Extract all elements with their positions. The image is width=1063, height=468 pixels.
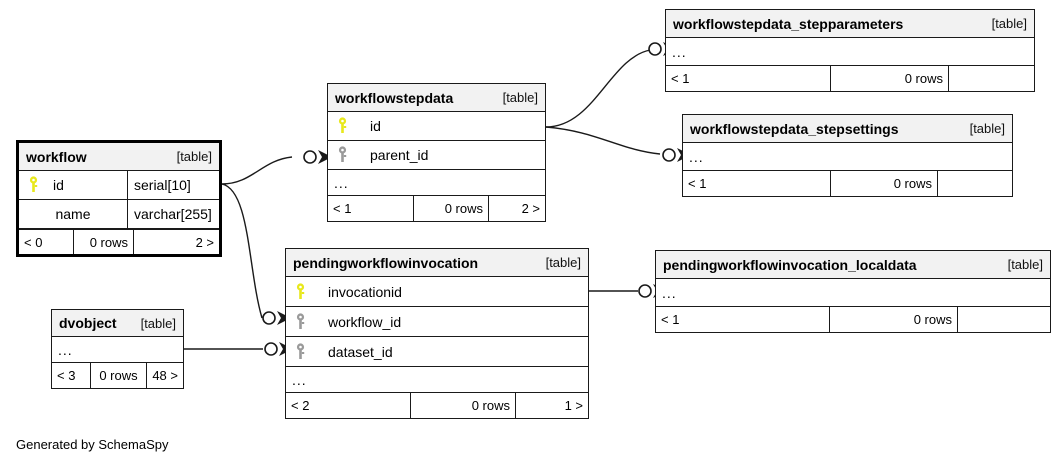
link-workflow-to-workflowstepdata: [221, 156, 293, 185]
primary-key-icon: [286, 282, 314, 301]
table-type-tag: [table]: [991, 16, 1027, 31]
foreign-key-icon: [328, 146, 356, 164]
footer-children-count: 1 >: [515, 393, 588, 418]
table-footer: < 1 0 rows 2 >: [328, 196, 545, 221]
table-header: workflowstepdata_stepsettings [table]: [683, 115, 1012, 143]
generator-credit: Generated by SchemaSpy: [16, 437, 169, 452]
more-columns-indicator: ...: [328, 170, 545, 196]
table-pendingworkflowinvocation[interactable]: pendingworkflowinvocation [table] invoca…: [285, 248, 589, 419]
column-row[interactable]: id: [328, 112, 545, 141]
table-footer: < 2 0 rows 1 >: [286, 393, 588, 418]
footer-row-count: 0 rows: [830, 171, 937, 196]
footer-children-count: 2 >: [488, 196, 545, 221]
column-row[interactable]: invocationid: [286, 277, 588, 307]
more-columns-indicator: ...: [683, 143, 1012, 171]
table-footer: < 3 0 rows 48 >: [52, 363, 183, 388]
column-name: parent_id: [370, 147, 429, 163]
table-header: pendingworkflowinvocation [table]: [286, 249, 588, 277]
zero-marker: [638, 284, 652, 298]
footer-row-count: 0 rows: [413, 196, 488, 221]
column-name: dataset_id: [328, 343, 393, 360]
column-type: varchar[255]: [127, 200, 219, 228]
footer-parents-count: < 3: [57, 368, 76, 383]
more-columns-indicator: ...: [666, 38, 1034, 66]
table-footer: < 1 0 rows: [683, 171, 1012, 196]
footer-parents-count: < 2: [291, 398, 310, 413]
column-row[interactable]: parent_id: [328, 141, 545, 170]
table-title: pendingworkflowinvocation: [293, 254, 479, 271]
zero-marker: [303, 150, 317, 164]
footer-row-count: 0 rows: [830, 66, 948, 91]
table-header: workflowstepdata_stepparameters [table]: [666, 10, 1034, 38]
more-columns-indicator: ...: [286, 367, 588, 393]
table-title: workflowstepdata_stepsettings: [690, 120, 899, 137]
table-dvobject[interactable]: dvobject [table] ... < 3 0 rows 48 >: [51, 309, 184, 389]
footer-parents-count: < 1: [333, 201, 352, 216]
column-row[interactable]: name varchar[255]: [19, 200, 219, 229]
column-name: id: [53, 177, 64, 193]
table-type-tag: [table]: [140, 315, 176, 331]
table-pendingworkflowinvocation-localdata[interactable]: pendingworkflowinvocation_localdata [tab…: [655, 250, 1051, 333]
footer-children-count: [937, 171, 1012, 196]
column-name: id: [370, 118, 381, 134]
table-footer: < 1 0 rows: [666, 66, 1034, 91]
table-type-tag: [table]: [545, 255, 581, 270]
link-wsd-to-stepsettings: [545, 126, 661, 155]
primary-key-icon: [19, 176, 47, 194]
footer-row-count: 0 rows: [90, 363, 146, 388]
column-type: serial[10]: [127, 171, 219, 199]
table-header: workflow [table]: [19, 143, 219, 171]
zero-marker: [662, 148, 676, 162]
footer-row-count: 0 rows: [410, 393, 515, 418]
column-name: name: [55, 206, 91, 222]
footer-row-count: 0 rows: [829, 307, 957, 332]
table-type-tag: [table]: [176, 149, 212, 164]
table-footer: < 1 0 rows: [656, 307, 1050, 332]
table-type-tag: [table]: [1007, 257, 1043, 272]
table-title: pendingworkflowinvocation_localdata: [663, 256, 917, 273]
table-title: dvobject: [59, 315, 117, 331]
zero-marker: [264, 342, 278, 356]
footer-children-count: 48 >: [146, 363, 183, 388]
zero-marker: [262, 311, 276, 325]
table-workflow[interactable]: workflow [table] id serial[10] name varc…: [16, 140, 222, 257]
table-title: workflow: [26, 148, 87, 165]
primary-key-icon: [328, 117, 356, 135]
table-workflowstepdata[interactable]: workflowstepdata [table] id parent_id ..…: [327, 83, 546, 222]
column-name: invocationid: [328, 283, 402, 300]
more-columns-indicator: ...: [52, 337, 183, 363]
footer-children-count: [957, 307, 1050, 332]
column-row[interactable]: workflow_id: [286, 307, 588, 337]
table-type-tag: [table]: [502, 90, 538, 105]
table-title: workflowstepdata_stepparameters: [673, 15, 904, 32]
column-name: workflow_id: [328, 313, 402, 330]
link-wsd-to-stepparameters: [545, 49, 651, 128]
link-workflow-to-pendinginvocation: [221, 183, 263, 319]
table-header: workflowstepdata [table]: [328, 84, 545, 112]
table-header: dvobject [table]: [52, 310, 183, 337]
foreign-key-icon: [286, 342, 314, 361]
foreign-key-icon: [286, 312, 314, 331]
footer-parents-count: < 1: [671, 71, 690, 86]
footer-row-count: 0 rows: [73, 230, 133, 254]
footer-parents-count: < 1: [661, 312, 680, 327]
footer-children-count: [948, 66, 1034, 91]
zero-marker: [648, 42, 662, 56]
column-row[interactable]: dataset_id: [286, 337, 588, 367]
table-title: workflowstepdata: [335, 89, 454, 106]
table-header: pendingworkflowinvocation_localdata [tab…: [656, 251, 1050, 279]
table-type-tag: [table]: [969, 121, 1005, 136]
table-workflowstepdata-stepsettings[interactable]: workflowstepdata_stepsettings [table] ..…: [682, 114, 1013, 197]
footer-children-count: 2 >: [133, 230, 219, 254]
more-columns-indicator: ...: [656, 279, 1050, 307]
column-row[interactable]: id serial[10]: [19, 171, 219, 200]
table-footer: < 0 0 rows 2 >: [19, 229, 219, 254]
table-workflowstepdata-stepparameters[interactable]: workflowstepdata_stepparameters [table] …: [665, 9, 1035, 92]
footer-parents-count: < 0: [24, 234, 43, 250]
footer-parents-count: < 1: [688, 176, 707, 191]
